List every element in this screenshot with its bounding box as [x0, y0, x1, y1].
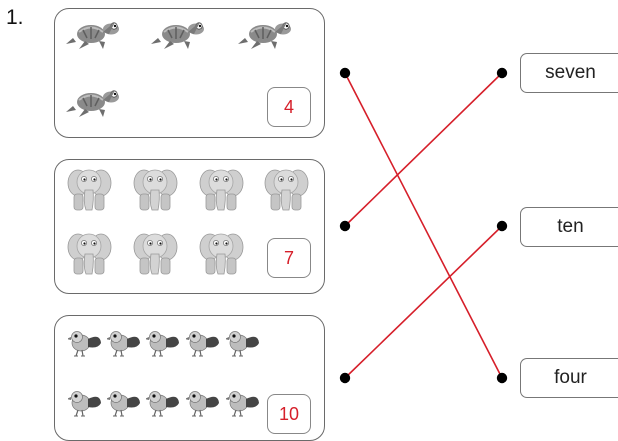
match-line-birds-ten [344, 225, 503, 379]
word-box-seven[interactable]: seven [520, 53, 618, 93]
word-box-ten[interactable]: ten [520, 207, 618, 247]
match-line-turtles-four [344, 72, 503, 379]
answer-box-turtles[interactable]: 4 [267, 87, 311, 127]
dot-right-four[interactable] [496, 372, 508, 384]
match-line-elephants-seven [344, 72, 503, 227]
dot-left-elephants[interactable] [339, 220, 351, 232]
answer-box-birds[interactable]: 10 [267, 394, 311, 434]
word-box-four[interactable]: four [520, 358, 618, 398]
dot-left-turtles[interactable] [339, 67, 351, 79]
dot-left-birds[interactable] [339, 372, 351, 384]
answer-box-elephants[interactable]: 7 [267, 238, 311, 278]
dot-right-ten[interactable] [496, 220, 508, 232]
dot-right-seven[interactable] [496, 67, 508, 79]
question-number: 1. [6, 6, 24, 29]
